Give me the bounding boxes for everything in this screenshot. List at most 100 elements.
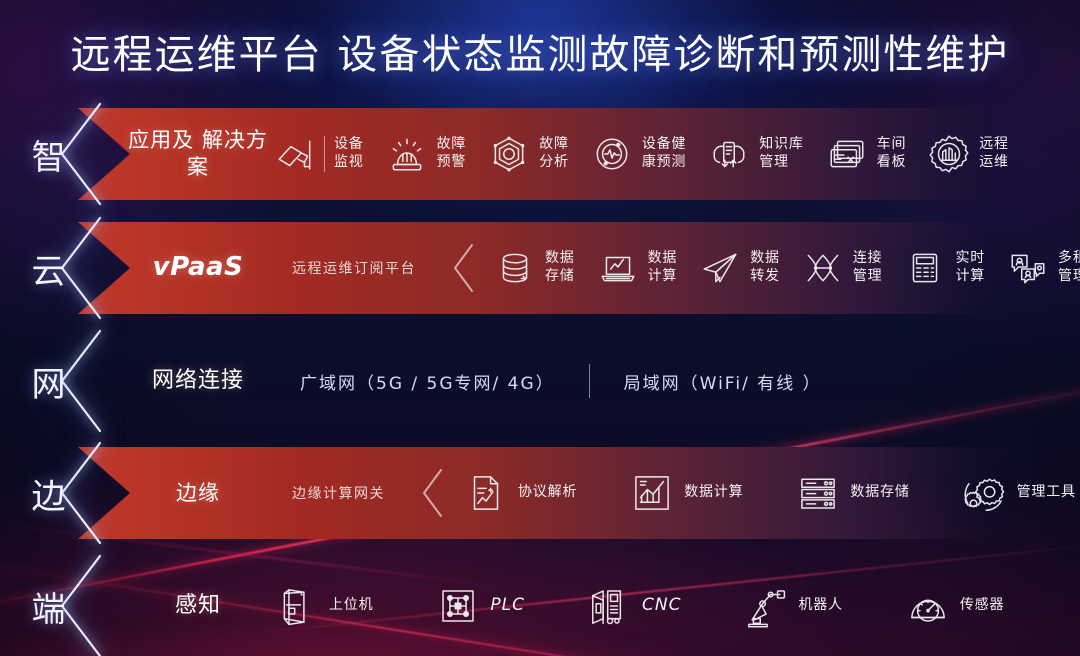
capability-item[interactable]: 数据存储 <box>795 470 909 516</box>
layer-subtitle-2: 远程运维订阅平台 <box>292 261 416 277</box>
capability-label: 多租户 管理 <box>1058 250 1080 284</box>
health-monitor-icon <box>591 133 633 175</box>
layer-band <box>78 222 1038 314</box>
capability-item[interactable]: 故障 分析 <box>488 133 569 175</box>
industrial-pc-icon <box>274 583 320 629</box>
layer-label-1: 智 <box>31 137 67 178</box>
layer-band <box>78 447 1038 539</box>
layer-row-1: 智 应用及 解决方案设备 监视 故障 预警 故障 分析 设备健 康预测 知识库 管理 车间 … <box>0 102 1080 206</box>
layer-row-2: 云 vPaaS 远程运维订阅平台 数据 存储 数据 计算 数据 转发 连接 管理实时 计算 多… <box>0 216 1080 320</box>
layer-pill-title-1: 应用及 解决方案 <box>128 128 268 179</box>
layer-row-4: 边 边缘 边缘计算网关 协议解析 数据计算 数据存储 管理工具 <box>0 441 1080 545</box>
cnc-machine-icon <box>587 583 633 629</box>
layer-pill-title-5: 感知 <box>174 592 221 618</box>
capability-label: 管理工具 <box>1016 484 1076 501</box>
capability-label: 设备健 康预测 <box>641 136 687 170</box>
network-analysis-icon <box>488 133 530 175</box>
layer-items-5: 上位机 PLC CNC 机器人 传感器 <box>274 583 1080 629</box>
chevron-marker-icon <box>56 329 126 433</box>
layer-items-1: 设备 监视 故障 预警 故障 分析 设备健 康预测 知识库 管理 车间 看板 远程 运维 <box>274 133 1080 175</box>
capability-label: 上位机 <box>329 597 374 614</box>
capability-item[interactable]: 数据 存储 <box>494 247 575 289</box>
chevron-marker-icon <box>56 554 126 656</box>
plc-module-icon <box>435 583 481 629</box>
laptop-chart-icon <box>597 247 639 289</box>
capability-item[interactable]: 协议解析 <box>463 470 577 516</box>
capability-label: 传感器 <box>959 597 1005 614</box>
network-lan-label: 局域网（WiFi/ 有线 ） <box>623 373 822 394</box>
capability-item[interactable]: 知识库 管理 <box>708 133 803 175</box>
layer-content-5: 感知 上位机 PLC CNC 机器人 传感器 <box>78 560 1080 652</box>
section-chevron-icon <box>450 243 476 293</box>
capability-item[interactable]: 管理工具 <box>962 470 1076 516</box>
multi-tenant-icon <box>1007 247 1049 289</box>
capability-item[interactable]: 设备 监视 <box>274 133 364 175</box>
layer-items-4: 协议解析 数据计算 数据存储 管理工具 <box>463 470 1080 516</box>
layer-content-4: 边缘 边缘计算网关 协议解析 数据计算 数据存储 管理工具 <box>78 447 1080 539</box>
bar-chart-frame-icon <box>629 470 675 516</box>
capability-label: PLC <box>490 595 525 616</box>
capability-item[interactable]: 机器人 <box>743 583 842 629</box>
capability-item[interactable]: CNC <box>587 583 681 629</box>
capability-label: 知识库 管理 <box>759 136 804 170</box>
network-divider <box>588 364 590 398</box>
alarm-beacon-icon <box>386 133 428 175</box>
robot-arm-icon <box>743 583 789 629</box>
capability-item[interactable]: 多租户 管理 <box>1007 247 1080 289</box>
capability-label: 协议解析 <box>518 484 578 501</box>
knowledge-cloud-icon <box>708 133 750 175</box>
gears-tools-icon <box>962 470 1008 516</box>
capability-item[interactable]: PLC <box>435 583 525 629</box>
database-icon <box>494 247 536 289</box>
gauge-sensor-icon <box>905 583 951 629</box>
layer-label-4: 边 <box>31 476 67 517</box>
layer-content-1: 应用及 解决方案设备 监视 故障 预警 故障 分析 设备健 康预测 知识库 管理 车间 看… <box>78 108 1080 200</box>
chevron-marker-icon <box>56 441 126 545</box>
capability-label: 远程 运维 <box>979 136 1009 170</box>
paper-plane-icon <box>699 247 741 289</box>
capability-item[interactable]: 上位机 <box>274 583 373 629</box>
page-title: 远程运维平台 设备状态监测故障诊断和预测性维护 <box>70 32 1010 78</box>
capability-item[interactable]: 远程 运维 <box>928 133 1009 175</box>
camera-icon <box>274 133 316 175</box>
capability-label: 数据 计算 <box>647 250 678 284</box>
layer-pill-title-2: vPaaS <box>152 252 244 283</box>
capability-label: 故障 预警 <box>436 136 467 170</box>
gear-factory-icon <box>928 133 970 175</box>
capability-item[interactable]: 连接 管理 <box>802 247 883 289</box>
capability-item[interactable]: 数据 转发 <box>699 247 780 289</box>
layer-subtitle-4: 边缘计算网关 <box>292 486 385 502</box>
document-chart-icon <box>463 470 509 516</box>
layer-row-5: 端 感知 上位机 PLC CNC 机器人 传感器 <box>0 554 1080 656</box>
dashboard-cards-icon <box>826 133 868 175</box>
connection-nodes-icon <box>802 247 844 289</box>
capability-label: 机器人 <box>798 597 843 614</box>
layer-label-2: 云 <box>31 251 67 292</box>
capability-item[interactable]: 车间 看板 <box>826 133 907 175</box>
layer-band <box>78 108 1038 200</box>
capability-item[interactable]: 传感器 <box>905 583 1004 629</box>
layer-pill-title-4: 边缘 <box>176 480 220 505</box>
capability-label: 数据计算 <box>684 484 744 501</box>
capability-item[interactable]: 设备健 康预测 <box>591 133 686 175</box>
layer-pill-title-3: 网络连接 <box>151 367 244 393</box>
server-rack-icon <box>795 470 841 516</box>
capability-item[interactable]: 数据 计算 <box>597 247 678 289</box>
capability-item[interactable]: 数据计算 <box>629 470 743 516</box>
capability-label: 数据 存储 <box>545 250 575 284</box>
capability-label: 故障 分析 <box>539 136 569 170</box>
capability-item[interactable]: 实时 计算 <box>904 247 985 289</box>
layer-label-3: 网 <box>31 364 67 405</box>
calculator-icon <box>904 247 946 289</box>
capability-label: 连接 管理 <box>852 250 883 284</box>
layer-label-5: 端 <box>31 589 67 630</box>
capability-item[interactable]: 故障 预警 <box>386 133 467 175</box>
capability-label: 车间 看板 <box>876 136 907 170</box>
chevron-marker-icon <box>56 216 126 320</box>
capability-label: 数据 转发 <box>750 250 780 284</box>
item-divider <box>324 136 325 172</box>
